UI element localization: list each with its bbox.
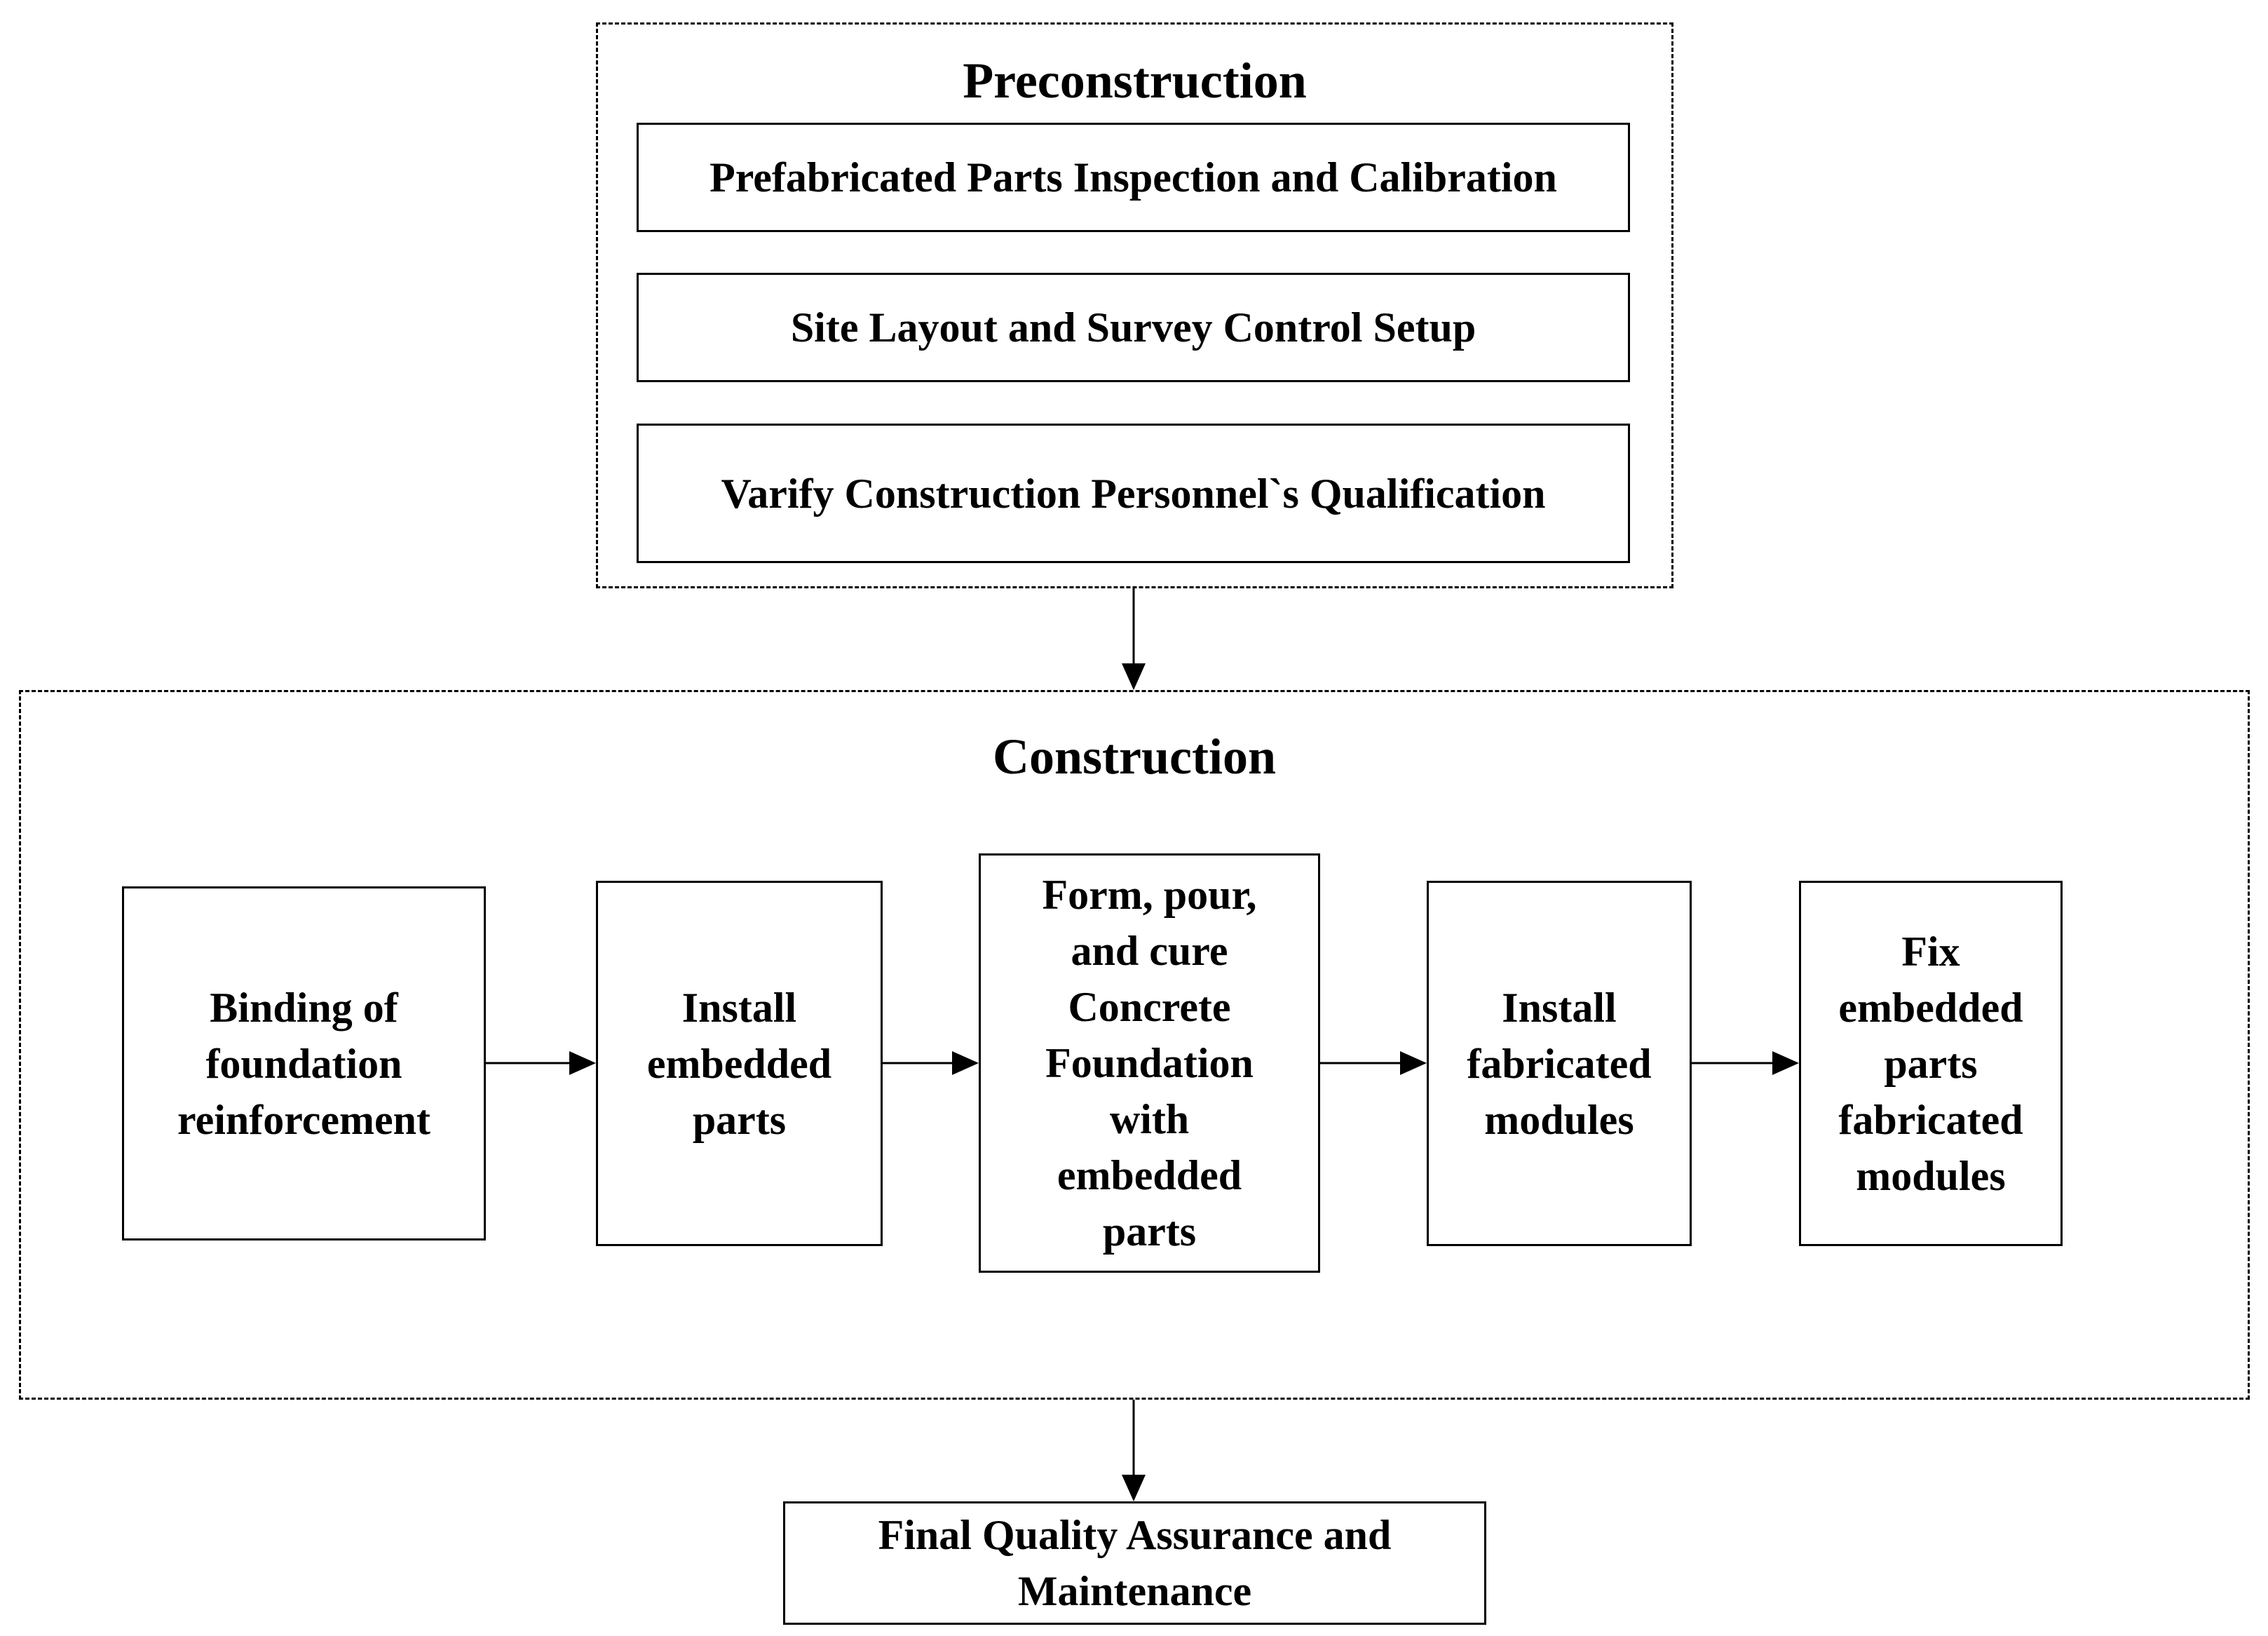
arrowhead-modules-to-fix	[1772, 1051, 1799, 1075]
step-concrete-foundation-label: Form, pour, and cure Concrete Foundation…	[1042, 872, 1257, 1255]
step-parts-inspection: Prefabricated Parts Inspection and Calib…	[637, 123, 1630, 232]
step-concrete-foundation: Form, pour, and cure Concrete Foundation…	[979, 853, 1320, 1273]
arrowhead-concrete-to-modules	[1400, 1051, 1427, 1075]
preconstruction-title: Preconstruction	[963, 53, 1307, 109]
final-quality-assurance-label: Final Quality Assurance and Maintenance	[878, 1512, 1392, 1614]
step-fix-embedded-parts-label: Fix embedded parts fabricated modules	[1838, 928, 2023, 1199]
step-install-embedded-parts: Install embedded parts	[596, 881, 883, 1246]
step-parts-inspection-label: Prefabricated Parts Inspection and Calib…	[709, 154, 1557, 201]
arrowhead-install-to-concrete	[952, 1051, 979, 1075]
step-personnel-qualification-label: Varify Construction Personnel`s Qualific…	[721, 470, 1546, 517]
arrowhead-pre-to-construction	[1122, 663, 1146, 690]
construction-group: Construction	[19, 690, 2250, 1400]
step-personnel-qualification: Varify Construction Personnel`s Qualific…	[637, 424, 1630, 563]
step-install-embedded-parts-label: Install embedded parts	[646, 984, 832, 1143]
final-quality-assurance: Final Quality Assurance and Maintenance	[783, 1501, 1486, 1625]
arrowhead-binding-to-install	[569, 1051, 596, 1075]
step-site-layout-label: Site Layout and Survey Control Setup	[790, 304, 1476, 351]
step-install-fabricated-modules-label: Install fabricated modules	[1467, 984, 1652, 1143]
step-install-fabricated-modules: Install fabricated modules	[1427, 881, 1692, 1246]
step-binding-reinforcement: Binding of foundation reinforcement	[122, 886, 486, 1240]
preconstruction-group: Preconstruction	[596, 22, 1673, 588]
arrowhead-construction-to-final	[1122, 1475, 1146, 1501]
step-site-layout: Site Layout and Survey Control Setup	[637, 273, 1630, 382]
step-binding-reinforcement-label: Binding of foundation reinforcement	[177, 984, 430, 1143]
construction-title: Construction	[992, 729, 1276, 785]
step-fix-embedded-parts: Fix embedded parts fabricated modules	[1799, 881, 2063, 1246]
